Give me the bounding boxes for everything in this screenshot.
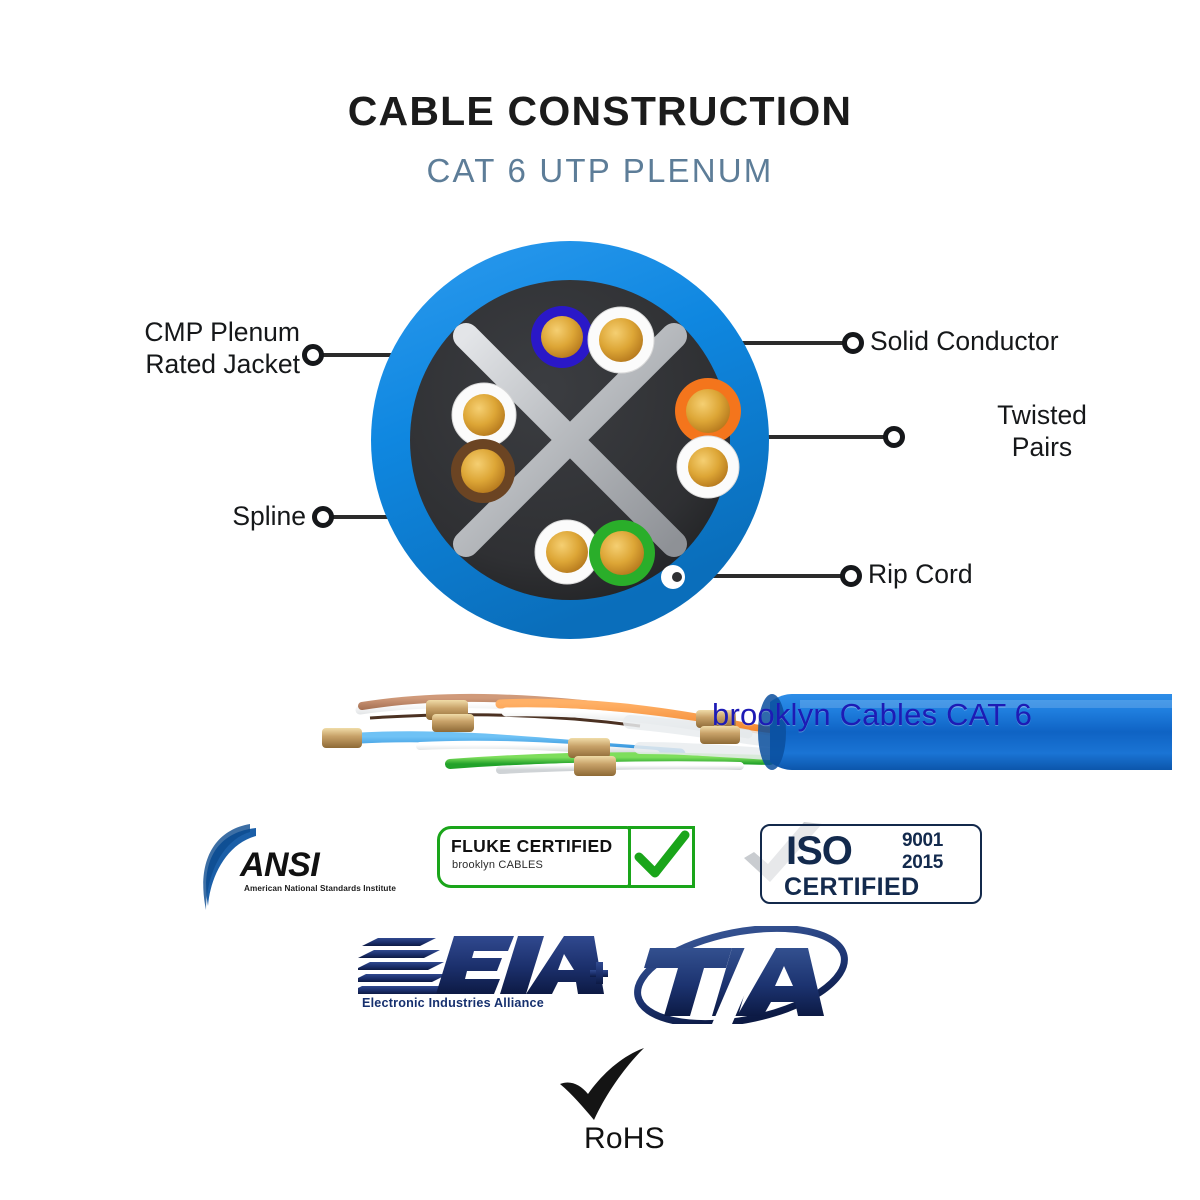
tia-logo (628, 926, 854, 1024)
spline-separator (453, 323, 687, 557)
conductor-pair-brown-solid (451, 439, 515, 503)
check-icon (634, 830, 690, 878)
conductor-pair-blue-solid (531, 306, 593, 368)
iso-status-text: CERTIFIED (784, 873, 920, 901)
cable-conductors-fan (322, 693, 825, 776)
cable-jacket-print: brooklyn Cables CAT 6 (712, 697, 1033, 732)
callout-solid-conductor: Solid Conductor (870, 326, 1059, 356)
conductor-pair-blue-white (587, 306, 655, 374)
fluke-certified-logo: FLUKE CERTIFIED brooklyn CABLES (437, 826, 695, 900)
ansi-subtitle: American National Standards Institute (244, 884, 397, 893)
conductor-pair-orange-solid (675, 378, 741, 444)
iso-certified-logo: ISO 9001 2015 CERTIFIED (742, 820, 986, 910)
fluke-check-frame (628, 826, 695, 888)
page-subtitle: CAT 6 UTP PLENUM (426, 152, 774, 189)
rohs-logo: RoHS (548, 1046, 708, 1158)
conductor-pair-green-white (534, 519, 600, 585)
callout-cmp-plenum-rated-jacket: CMP Plenum Rated Jacket (144, 317, 300, 380)
fluke-wordmark: FLUKE CERTIFIED (451, 836, 613, 856)
iso-wordmark: ISO (786, 829, 853, 873)
fluke-brand-subtitle: brooklyn CABLES (452, 859, 544, 871)
ansi-logo: ANSI American National Standards Institu… (198, 818, 396, 914)
callout-twisted-pairs: Twisted Pairs (997, 400, 1087, 463)
rohs-check-icon (560, 1048, 644, 1120)
iso-badge-frame (760, 824, 982, 904)
callout-rip-cord: Rip Cord (868, 559, 973, 589)
conductor-pair-green-solid (589, 520, 655, 586)
iso-standard-year: 2015 (902, 852, 944, 873)
cable-blue-jacket (758, 694, 1172, 770)
rip-cord-strand (661, 565, 685, 589)
rohs-label: RoHS (584, 1122, 665, 1155)
eia-logo: Electronic Industries Alliance (358, 930, 610, 1020)
ansi-wordmark: ANSI (240, 846, 320, 884)
eia-subtitle: Electronic Industries Alliance (362, 996, 544, 1010)
callout-spline: Spline (232, 501, 306, 531)
conductor-pair-orange-white (676, 435, 740, 499)
conductor-pair-brown-white (451, 382, 517, 448)
iso-standard-number: 9001 (902, 830, 944, 851)
cable-cross-section-diagram (370, 240, 770, 640)
page-title: CABLE CONSTRUCTION (347, 88, 853, 134)
cable-photograph (300, 682, 1172, 782)
